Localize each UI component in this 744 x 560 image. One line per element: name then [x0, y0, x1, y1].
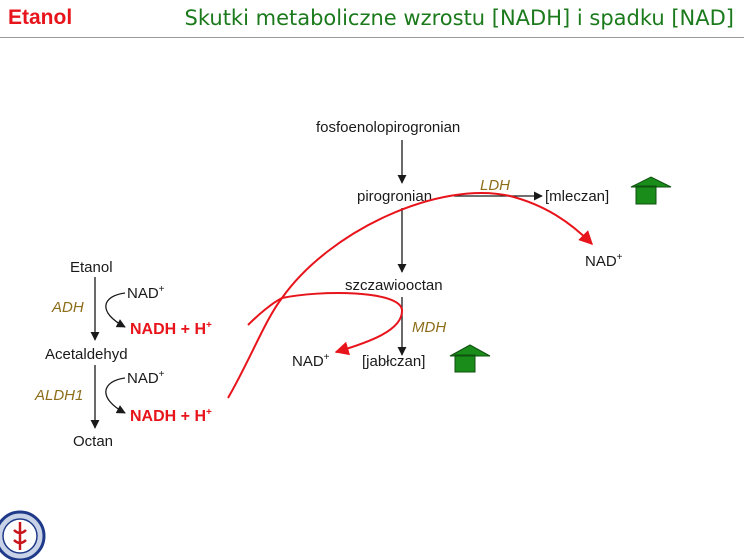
slide-header: Etanol Skutki metaboliczne wzrostu [NADH…: [0, 0, 744, 38]
ldh-enzyme-label: LDH: [480, 177, 510, 194]
jablczan-label: [jabłczan]: [362, 353, 425, 370]
nadh-to-mdh-flow-arrow: [281, 292, 404, 356]
mleczan-label: [mleczan]: [545, 188, 609, 205]
octan-label: Octan: [73, 433, 113, 450]
nadh-aldh1-flow-curve: [227, 297, 283, 399]
nadh-adh-flow-curve: [247, 297, 283, 326]
nadh-adh-label: NADH + H+: [130, 320, 212, 338]
nadh-to-ldh-flow-arrow: [281, 192, 593, 299]
mleczan-increase-icon: [630, 176, 672, 205]
adh-enzyme-label: ADH: [51, 299, 84, 316]
nad-ldh-label: NAD+: [585, 252, 623, 270]
aldh1-cofactor-curve: [105, 377, 126, 414]
jablczan-increase-icon: [449, 344, 491, 373]
aldh1-enzyme-label: ALDH1: [34, 387, 83, 404]
nad-mdh-label: NAD+: [292, 352, 330, 370]
szczawiooctan-label: szczawiooctan: [345, 277, 443, 294]
header-divider: [0, 37, 744, 38]
seal-emblem: [0, 510, 46, 560]
etanol-label: Etanol: [70, 259, 113, 276]
mdh-enzyme-label: MDH: [412, 319, 446, 336]
brand-label: Etanol: [8, 6, 73, 29]
university-seal-logo: [0, 500, 48, 560]
adh-cofactor-curve: [105, 292, 126, 328]
nadh-aldh1-label: NADH + H+: [130, 407, 212, 425]
fosfoenolopirogronian-label: fosfoenolopirogronian: [316, 119, 460, 136]
acetaldehyd-label: Acetaldehyd: [45, 346, 128, 363]
pirogronian-label: pirogronian: [357, 188, 432, 205]
nad-adh-label: NAD+: [127, 284, 165, 302]
slide-title: Skutki metaboliczne wzrostu [NADH] i spa…: [184, 6, 734, 30]
nad-aldh1-label: NAD+: [127, 369, 165, 387]
